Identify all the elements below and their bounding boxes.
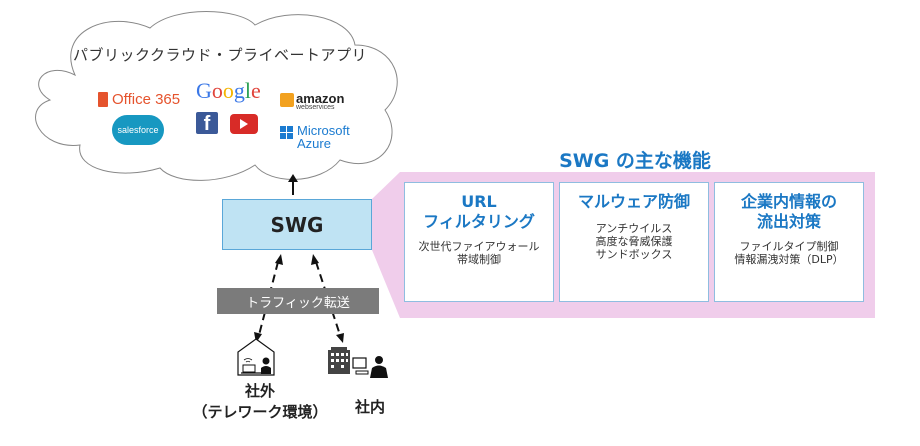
salesforce-logo: salesforce [112,115,164,145]
features-title: SWG の主な機能 [559,150,711,172]
remote-caption: 社外 （テレワーク環境） [185,380,335,422]
callout-connector [372,172,400,318]
office-caption: 社内 [354,398,385,416]
card-body: 次世代ファイアウォール [418,240,540,253]
google-logo: Google [196,78,261,104]
card-body: 高度な脅威保護 [595,235,673,248]
remote-caption-line2: （テレワーク環境） [192,403,328,421]
arrowhead-office-down [336,333,344,343]
office-icon [98,92,108,107]
google-letter: g [233,78,245,103]
arrowhead-up [288,174,298,182]
windows-icon [280,126,293,139]
google-letter: l [244,78,252,103]
office365-logo: Office 365 [98,91,180,108]
card-body: 帯域制御 [457,253,501,266]
arrowhead-office-up [311,254,319,265]
azure-line2: Azure [297,136,331,151]
office-building-icon [328,347,388,378]
remote-caption-line1: 社外 [244,382,275,400]
card-body: ファイルタイプ制御 [739,240,839,253]
card-heading: 企業内情報の [740,192,837,211]
azure-line1: Microsoft [297,123,350,138]
google-letter: G [196,78,212,103]
home-telework-icon [237,338,275,376]
feature-card-dlp: 企業内情報の流出対策 ファイルタイプ制御情報漏洩対策（DLP） [714,182,864,302]
feature-card-malware: マルウェア防御 アンチウイルス高度な脅威保護サンドボックス [559,182,709,302]
card-heading: マルウェア防御 [577,192,690,211]
aws-cubes-icon [280,93,294,107]
google-letter: o [222,78,234,103]
traffic-forwarding-label: トラフィック転送 [217,288,379,314]
arrowhead-remote-up [275,254,283,265]
play-icon [240,119,248,129]
aws-label: amazon [296,91,345,106]
facebook-icon: f [196,112,218,134]
google-letter: o [211,78,223,103]
swg-box: SWG [222,199,372,250]
cloud-title: パブリッククラウド・プライベートアプリ [73,46,367,64]
card-body: サンドボックス [595,248,673,261]
card-body: 情報漏洩対策（DLP） [734,253,844,266]
youtube-icon [230,114,258,134]
aws-sub-label: webservices [296,104,335,111]
office365-label: Office 365 [112,91,181,108]
card-heading: フィルタリング [423,212,535,231]
card-heading: 流出対策 [756,212,821,231]
google-letter: e [251,78,261,103]
card-heading: URL [461,192,497,211]
card-body: アンチウイルス [595,222,673,235]
